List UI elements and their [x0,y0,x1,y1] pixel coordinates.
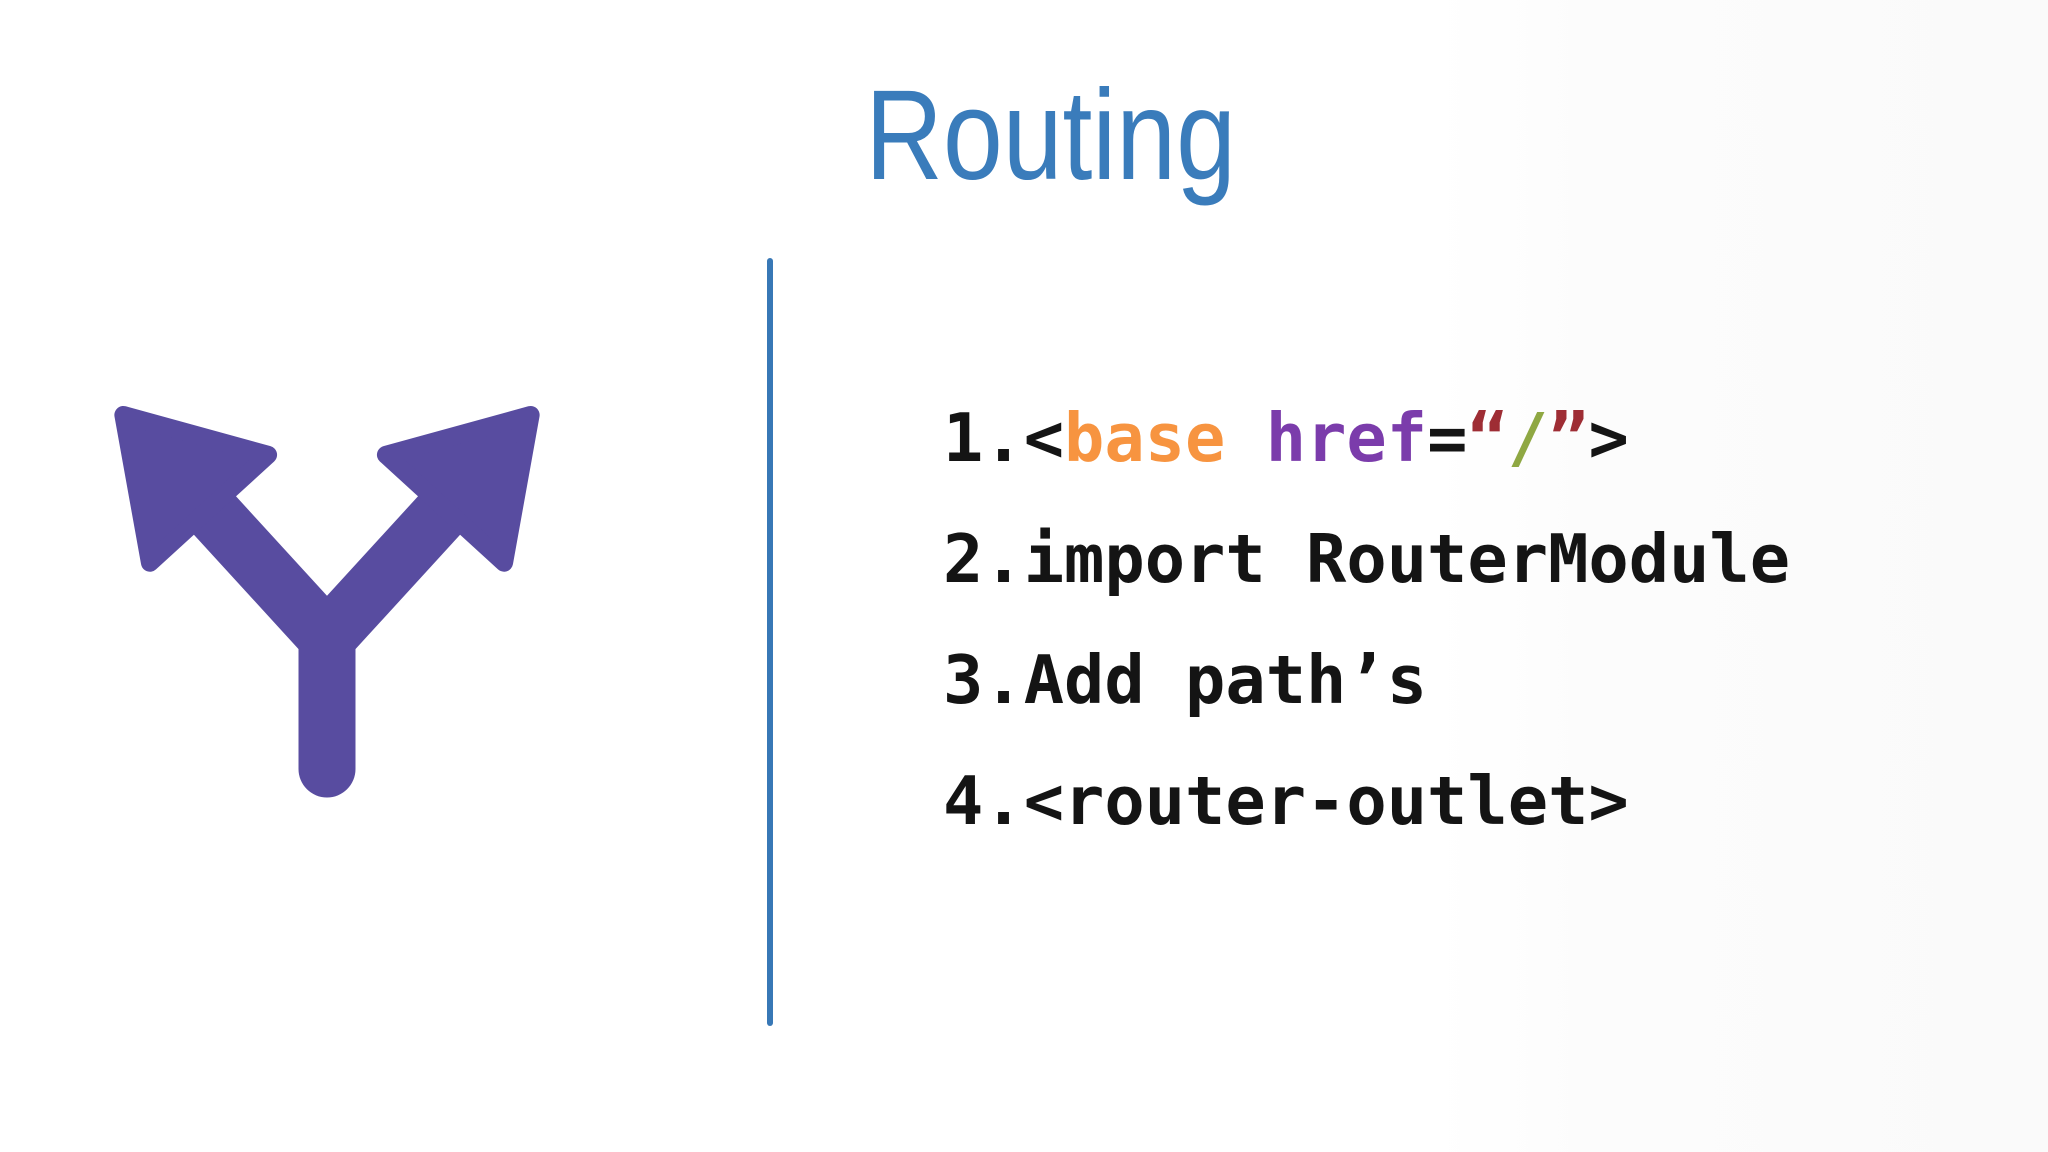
code-segment: ” [1548,399,1589,477]
code-segment: / [1507,399,1549,477]
code-segment [1225,399,1265,477]
step-item: 1.<base href=“/”> [943,378,1790,499]
step-item: 2.import RouterModule [943,499,1790,620]
page-title: Routing [865,64,1237,207]
step-number: 2. [943,520,1024,598]
code-segment: href [1265,399,1428,477]
step-number: 4. [943,762,1024,840]
code-segment: = [1427,399,1468,477]
code-segment: > [1588,399,1629,477]
code-segment: import RouterModule [1023,520,1791,598]
slide-title-row: Routing [54,72,2048,200]
code-segment: “ [1467,399,1508,477]
code-segment: Add path’s [1023,641,1428,719]
code-segment: base [1064,399,1226,477]
code-segment: < [1023,399,1065,477]
step-number: 1. [943,399,1024,477]
step-number: 3. [943,641,1024,719]
vertical-divider [767,258,773,1026]
step-item: 3.Add path’s [943,620,1790,741]
step-item: 4.<router-outlet> [943,741,1790,862]
fork-arrows-icon [114,405,540,798]
code-segment: <router-outlet> [1023,762,1629,840]
